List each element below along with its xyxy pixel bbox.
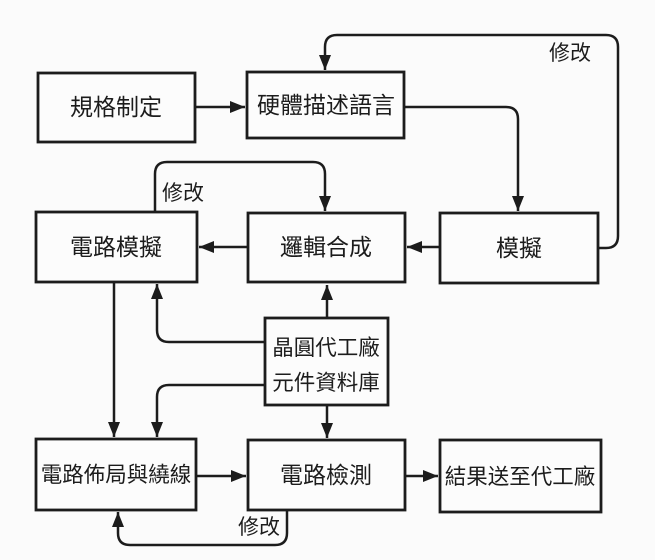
node-logic-synthesis: 邏輯合成 <box>246 211 407 284</box>
edges-layer <box>108 33 620 547</box>
node-foundry-library-line1: 晶圓代工廠 <box>272 336 380 360</box>
node-circuit-simulation: 電路模擬 <box>34 210 199 284</box>
edge-label-modify-top: 修改 <box>549 41 591 65</box>
arrow-library-to-circuit-simulation <box>151 284 265 344</box>
node-layout-routing-label: 電路佈局與繞線 <box>41 463 192 487</box>
arrow-circuit-check-to-layout-routing-modify <box>112 510 289 547</box>
arrow-hdl-to-simulation <box>404 105 524 211</box>
edge-labels-layer: 修改 修改 修改 <box>162 41 591 539</box>
node-logic-synthesis-label: 邏輯合成 <box>280 235 372 260</box>
node-foundry-library-line2: 元件資料庫 <box>272 371 380 395</box>
node-hdl-label: 硬體描述語言 <box>257 93 395 118</box>
node-spec: 規格制定 <box>36 71 197 144</box>
node-simulation: 模擬 <box>438 211 600 285</box>
node-spec-label: 規格制定 <box>70 95 162 120</box>
arrow-simulation-to-hdl-modify <box>319 33 620 250</box>
node-result-to-foundry: 結果送至代工廠 <box>438 438 603 514</box>
node-circuit-check: 電路檢測 <box>246 438 407 512</box>
node-foundry-library: 晶圓代工廠 元件資料庫 <box>263 316 390 407</box>
node-result-to-foundry-label: 結果送至代工廠 <box>445 465 596 489</box>
arrow-circuit-simulation-to-logic-synthesis-modify <box>153 160 331 212</box>
node-circuit-check-label: 電路檢測 <box>280 463 372 488</box>
nodes-layer: 規格制定 硬體描述語言 電路模擬 邏輯合成 模擬 晶圓代工廠 元件資料庫 電路佈… <box>34 70 603 514</box>
node-circuit-simulation-label: 電路模擬 <box>70 235 162 260</box>
arrow-library-to-layout-routing <box>151 383 265 437</box>
node-hdl: 硬體描述語言 <box>245 70 406 140</box>
edge-label-modify-middle: 修改 <box>162 181 204 205</box>
edge-label-modify-bottom: 修改 <box>238 515 280 539</box>
node-simulation-label: 模擬 <box>496 236 542 261</box>
node-layout-routing: 電路佈局與繞線 <box>34 437 198 512</box>
